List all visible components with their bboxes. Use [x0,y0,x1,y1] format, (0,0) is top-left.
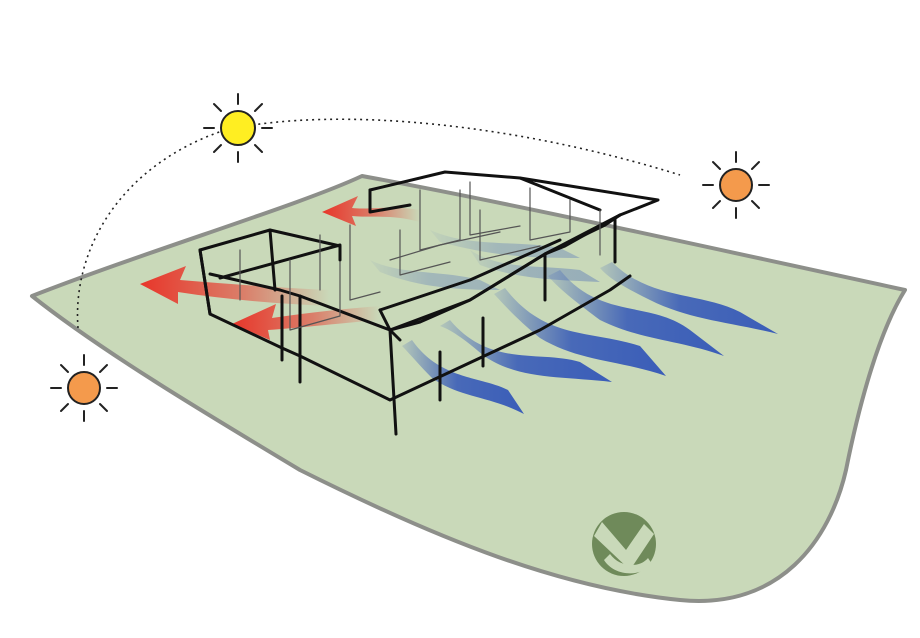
sun-icon [702,151,770,219]
logo-mark [592,512,656,576]
building-wireframe [198,170,660,436]
cool-air-arrow [494,288,666,376]
sun-icon [50,354,118,422]
cool-air-arrow [548,270,724,356]
cool-air-arrow [440,320,612,382]
sun-icon [203,93,273,163]
cool-air-arrow [600,262,778,334]
cool-air-arrow [402,340,524,414]
cool-air-flows [370,230,778,414]
